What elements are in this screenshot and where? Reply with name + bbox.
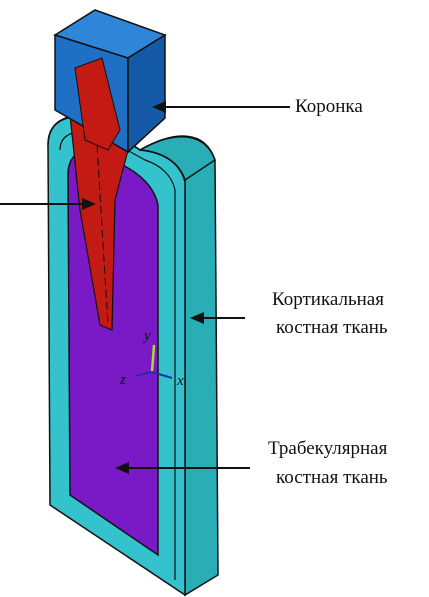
crown-side-face [127,33,166,154]
crown-arrow [152,101,290,113]
annotation-arrows [0,101,290,474]
axis-x-line [151,371,173,379]
cortical-label-line1: Кортикальная [272,289,384,310]
trabecular-label-line2: костная ткань [276,467,388,488]
axis-y-line [150,344,156,373]
cortical-inner-edge [59,131,176,580]
axis-z-line [134,371,153,377]
cortical-label-line2: костная ткань [276,317,388,338]
implant-arrow [0,198,96,210]
trabecular-arrow [115,462,250,474]
axis-z-label: z [119,372,126,388]
coordinate-axes: y x z [119,328,184,389]
trabecular-label-line1: Трабекулярная [268,438,388,459]
cortical-top-rim [47,116,216,182]
implant-in-crown [74,57,121,151]
crown-label: Коронка [295,96,363,117]
axis-y-label: y [142,328,151,344]
axis-x-label: x [176,373,184,389]
cortical-arrow [190,312,245,324]
crown [53,9,167,154]
